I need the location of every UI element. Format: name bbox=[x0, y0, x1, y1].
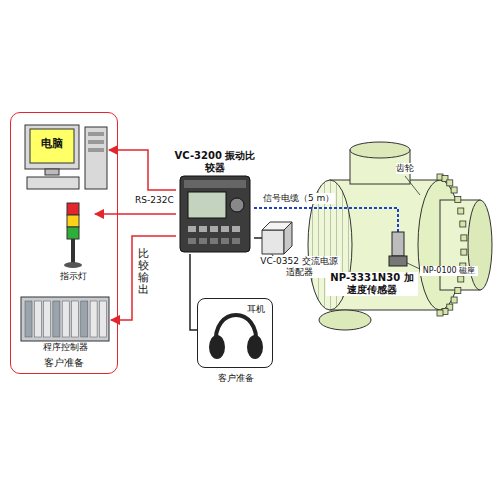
gear-tooth bbox=[460, 221, 466, 227]
part-label: 齿轮 bbox=[396, 163, 414, 174]
gear-tooth bbox=[461, 235, 467, 241]
node-text: NP-0100 磁座 bbox=[420, 266, 478, 276]
gear-tooth bbox=[451, 297, 457, 303]
gear-tooth bbox=[458, 276, 464, 282]
plc: 程序控制器 bbox=[19, 295, 111, 357]
edge-label: 信号电缆（5 m） bbox=[262, 193, 335, 204]
connector bbox=[190, 254, 197, 330]
gear-tooth bbox=[437, 310, 443, 316]
computer-figure bbox=[23, 123, 109, 193]
node-text: 客户准备 bbox=[11, 357, 116, 369]
gear-tooth bbox=[458, 208, 464, 214]
gear-tooth bbox=[461, 249, 467, 255]
leader-line bbox=[405, 176, 420, 195]
signal-tower: 指示灯 bbox=[51, 201, 95, 289]
node-text: VC-3200 振动比较器 bbox=[170, 150, 260, 174]
connector bbox=[95, 213, 176, 215]
gear-tooth bbox=[451, 187, 457, 193]
gearbox-body bbox=[308, 142, 492, 330]
customer-region: 客户准备 电脑指示灯程序控制器 bbox=[10, 112, 118, 374]
accel-sensor: NP-3331N30 加速度传感器 bbox=[326, 232, 418, 302]
ac-adapter: VC-0352 交流电源适配器 bbox=[262, 222, 336, 284]
edge-label: 比较输出 bbox=[137, 248, 150, 296]
node-text: 电脑 bbox=[31, 137, 73, 150]
node-text: 客户准备 bbox=[188, 373, 284, 384]
gear-tooth bbox=[455, 288, 461, 294]
computer: 电脑 bbox=[23, 123, 109, 193]
node-text: 程序控制器 bbox=[19, 342, 111, 353]
connector bbox=[111, 236, 176, 320]
edge-label: RS-232C bbox=[134, 195, 175, 206]
node-text: 指示灯 bbox=[47, 271, 99, 282]
connector bbox=[109, 150, 176, 190]
node-text: 耳机 bbox=[242, 304, 270, 315]
vibration-comparator: VC-3200 振动比较器 bbox=[176, 150, 254, 254]
connector bbox=[254, 208, 398, 232]
gear-teeth bbox=[437, 174, 467, 316]
magnetic-base-label: NP-0100 磁座 bbox=[420, 264, 478, 294]
node-text: NP-3331N30 加速度传感器 bbox=[326, 272, 418, 296]
connector bbox=[254, 237, 262, 239]
gear-tooth bbox=[455, 196, 461, 202]
gear-tooth bbox=[447, 180, 453, 186]
headphone-box: 耳机客户准备 bbox=[197, 298, 273, 368]
